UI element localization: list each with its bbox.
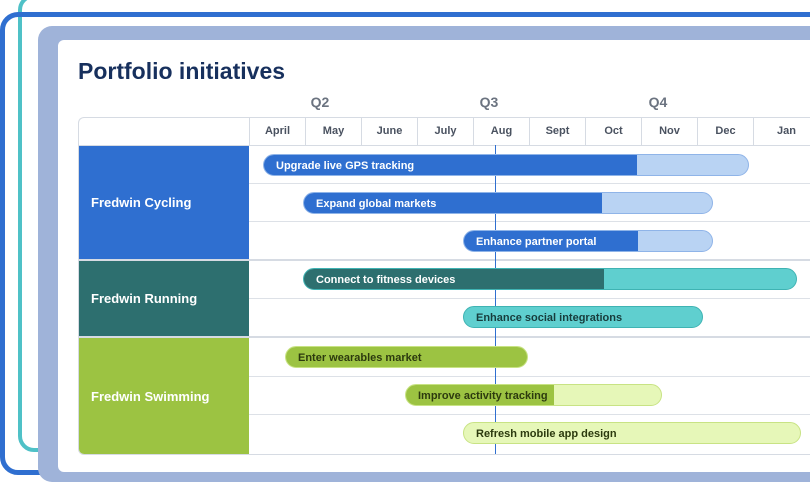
page-title: Portfolio initiatives [78,58,286,84]
month-header[interactable]: July [417,118,473,145]
quarter-label-q2: Q2 [310,94,330,110]
initiative-bar[interactable]: Enter wearables market [285,346,528,368]
row-divider [249,183,810,184]
initiative-bar[interactable]: Enhance social integrations [463,306,703,328]
month-header[interactable]: May [305,118,361,145]
header-divider [79,145,810,146]
month-header-row: April May June July Aug Sept Oct Nov Dec… [249,118,810,145]
initiative-bar[interactable]: Expand global markets [303,192,713,214]
initiative-label: Connect to fitness devices [316,274,456,286]
month-header[interactable]: Jan [753,118,810,145]
today-marker-line [495,145,496,454]
initiative-progress-fill [406,385,554,405]
row-divider [249,414,810,415]
row-divider [249,221,810,222]
initiative-label: Upgrade live GPS tracking [276,160,415,172]
month-header[interactable]: April [249,118,305,145]
initiative-bar[interactable]: Refresh mobile app design [463,422,801,444]
initiative-progress-fill [304,193,602,213]
quarter-label-q4: Q4 [648,94,668,110]
initiative-progress-fill [286,347,527,367]
group-label-cycling[interactable]: Fredwin Cycling [79,146,249,259]
initiative-progress-fill [464,231,638,251]
month-header[interactable]: June [361,118,417,145]
row-divider [249,376,810,377]
initiative-label: Enhance partner portal [476,236,597,248]
month-header[interactable]: Dec [697,118,753,145]
group-label-running[interactable]: Fredwin Running [79,261,249,336]
initiative-progress-fill [304,269,605,289]
initiative-label: Enhance social integrations [476,312,623,324]
month-header[interactable]: Nov [641,118,697,145]
initiative-bar[interactable]: Improve activity tracking [405,384,662,406]
group-label-swimming[interactable]: Fredwin Swimming [79,338,249,454]
month-header[interactable]: Oct [585,118,641,145]
month-header[interactable]: Sept [529,118,585,145]
initiative-bar[interactable]: Upgrade live GPS tracking [263,154,749,176]
month-header[interactable]: Aug [473,118,529,145]
initiative-bar[interactable]: Enhance partner portal [463,230,713,252]
initiative-progress-fill [264,155,637,175]
initiative-label: Improve activity tracking [418,390,548,402]
initiative-bar[interactable]: Connect to fitness devices [303,268,797,290]
initiative-label: Enter wearables market [298,352,422,364]
initiative-label: Refresh mobile app design [476,428,617,440]
row-divider [249,298,810,299]
roadmap-grid: April May June July Aug Sept Oct Nov Dec… [78,117,810,455]
initiative-label: Expand global markets [316,198,437,210]
group-divider [79,336,810,338]
quarter-label-q3: Q3 [479,94,499,110]
group-divider [79,259,810,261]
